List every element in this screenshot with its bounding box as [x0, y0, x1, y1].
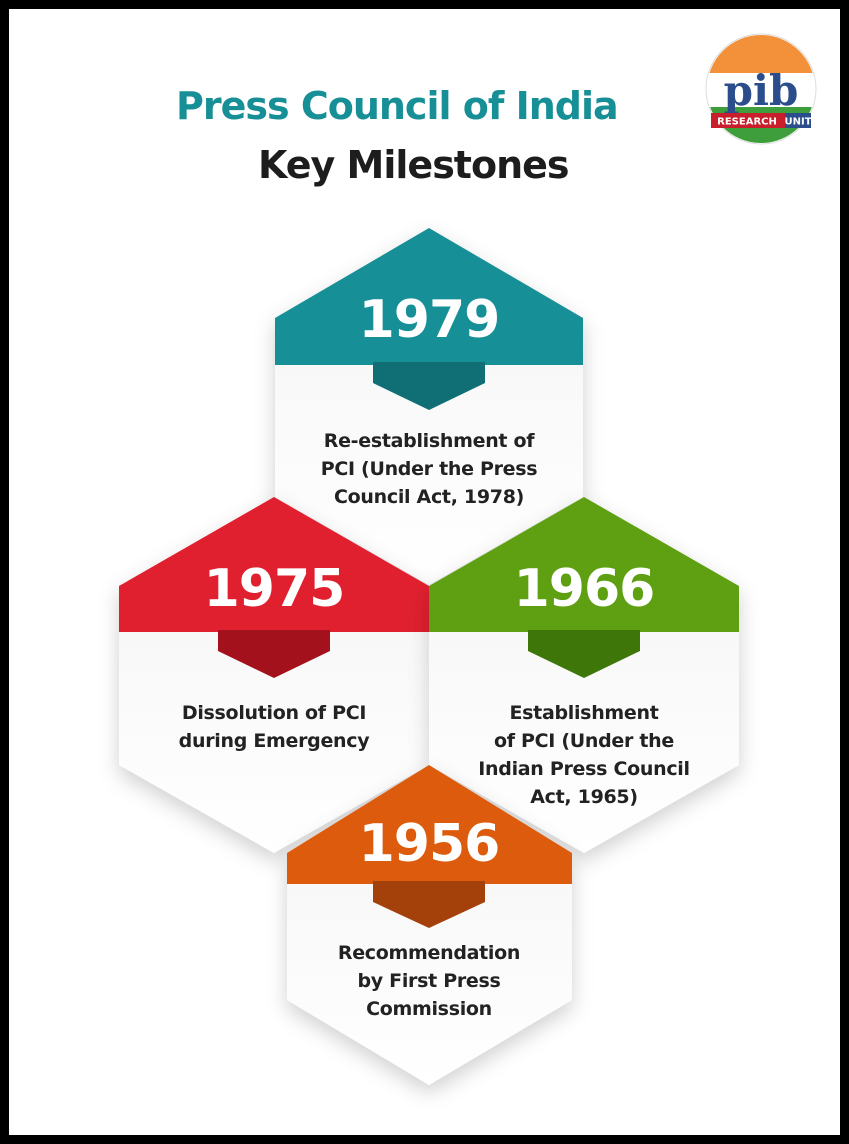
milestone-desc-1966: Establishment of PCI (Under the Indian P… [439, 699, 729, 811]
milestone-desc-1979: Re-establishment of PCI (Under the Press… [284, 427, 574, 511]
milestone-desc-1956: Recommendation by First Press Commission [284, 939, 574, 1023]
desc-line: Indian Press Council [478, 758, 690, 780]
desc-line: of PCI (Under the [494, 730, 674, 752]
page-title: Press Council of India [176, 84, 619, 128]
desc-line: Re-establishment of [323, 430, 535, 452]
milestone-year-1975: 1975 [203, 559, 346, 619]
milestone-year-1956: 1956 [358, 814, 501, 874]
desc-line: Act, 1965) [530, 786, 638, 808]
desc-line: Commission [366, 998, 492, 1020]
milestone-year-1966: 1966 [513, 559, 656, 619]
logo-tag-left: RESEARCH [717, 117, 777, 128]
desc-line: during Emergency [178, 730, 370, 752]
desc-line: Recommendation [337, 942, 521, 964]
desc-line: Establishment [509, 702, 659, 724]
logo-mark: pib [724, 66, 799, 115]
desc-line: Dissolution of PCI [181, 702, 367, 724]
desc-line: Council Act, 1978) [334, 486, 524, 508]
logo-tag-right: UNIT [784, 117, 811, 128]
milestone-year-1979: 1979 [358, 290, 501, 350]
desc-line: by First Press [357, 970, 501, 992]
pib-logo-icon: pib RESEARCH UNIT [705, 33, 817, 145]
desc-line: PCI (Under the Press [320, 458, 538, 480]
milestone-desc-1975: Dissolution of PCI during Emergency [129, 699, 419, 755]
page-subtitle: Key Milestones [258, 143, 570, 187]
